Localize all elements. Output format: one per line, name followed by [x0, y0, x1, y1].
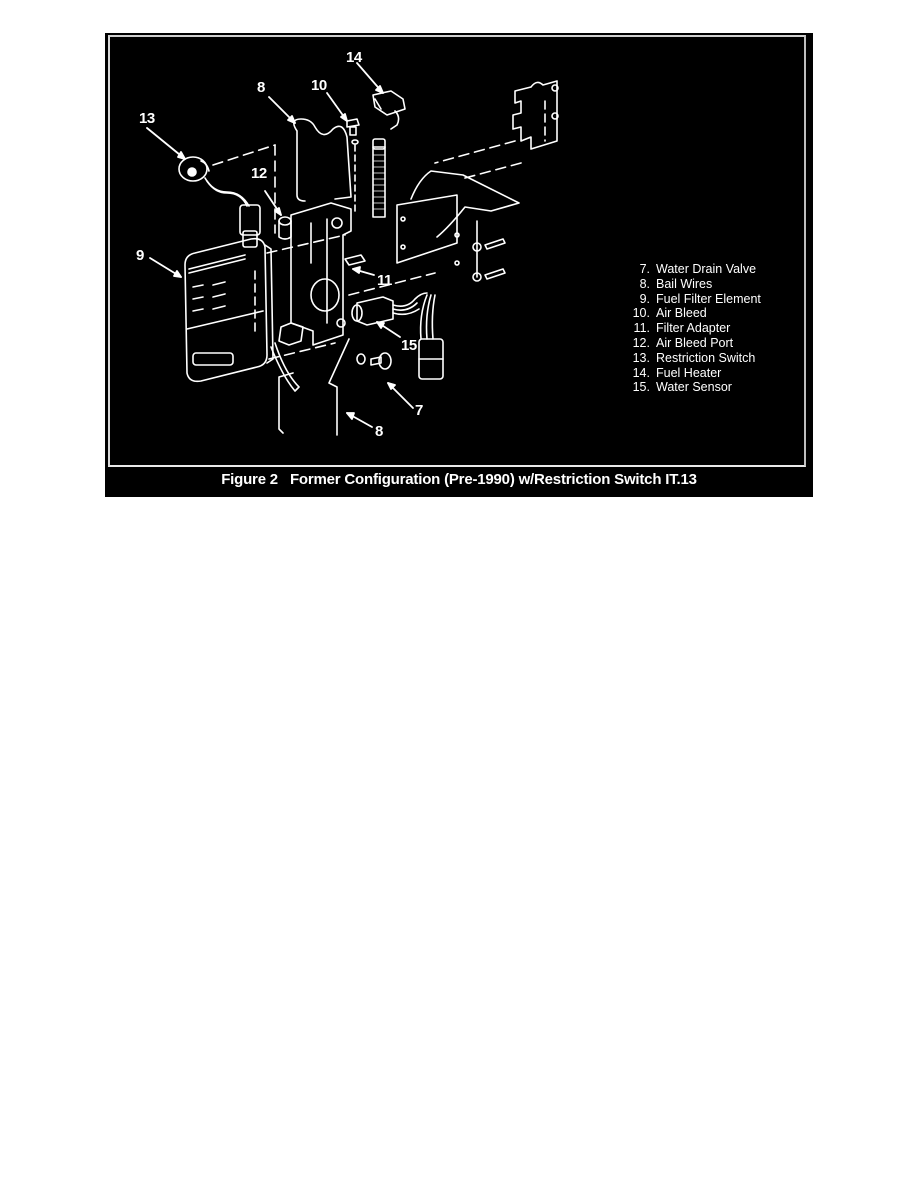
legend-item: 8.Bail Wires: [639, 276, 713, 291]
legend-label: Filter Adapter: [656, 321, 731, 336]
fuel-heater: [372, 90, 406, 218]
callout-12: 12: [251, 165, 267, 182]
callout-9: 9: [136, 247, 144, 264]
legend-label: Restriction Switch: [656, 350, 756, 365]
legend-item: 14.Fuel Heater: [632, 365, 722, 380]
callout-7: 7: [415, 402, 423, 419]
legend-item: 9.Fuel Filter Element: [639, 291, 761, 306]
callout-10: 10: [311, 77, 327, 94]
callout-8-lower: 8: [375, 423, 383, 440]
exploded-view-diagram: [146, 62, 559, 436]
callout-8-upper: 8: [257, 79, 265, 96]
legend-item: 13.Restriction Switch: [632, 350, 756, 365]
figure-number: Figure 2: [221, 471, 278, 488]
legend-label: Bail Wires: [656, 276, 713, 291]
callout-15: 15: [401, 337, 417, 354]
fuel-filter-element: [184, 234, 346, 383]
legend-item: 15.Water Sensor: [632, 380, 732, 395]
water-sensor: [348, 272, 444, 380]
legend-label: Water Sensor: [656, 380, 732, 395]
figure-frame: [108, 35, 806, 467]
callout-11: 11: [377, 272, 392, 289]
upper-bracket: [434, 80, 559, 179]
legend-item: 12.Air Bleed Port: [632, 335, 734, 350]
bail-wire-upper: [293, 118, 352, 202]
legend-label: Air Bleed Port: [656, 335, 734, 350]
mounting-bracket: [396, 170, 520, 282]
leader-arrows: [146, 62, 414, 428]
figure-panel: 14 8 10 13 12 9 11 15 7 8 7.Water Drain …: [105, 33, 813, 497]
figure-ref-code: IT.13: [665, 471, 697, 488]
filter-adapter: [270, 202, 366, 392]
legend-label: Water Drain Valve: [656, 262, 757, 276]
parts-legend: 7.Water Drain Valve 8.Bail Wires 9.Fuel …: [617, 262, 761, 395]
bail-wire-lower: [278, 338, 350, 436]
legend-item: 10.Air Bleed: [632, 306, 707, 321]
air-bleed: [346, 118, 360, 212]
legend-item: 7.Water Drain Valve: [639, 262, 757, 276]
water-drain-valve: [356, 352, 392, 370]
air-bleed-port: [278, 216, 292, 240]
callout-14: 14: [346, 49, 362, 66]
legend-label: Fuel Filter Element: [656, 291, 761, 306]
figure-title: Former Configuration (Pre-1990) w/Restri…: [289, 471, 662, 488]
legend-item: 11.Filter Adapter: [633, 321, 731, 336]
restriction-switch: [178, 144, 276, 248]
legend-label: Fuel Heater: [656, 365, 722, 380]
figure-caption: Figure 2 Former Configuration (Pre-1990) …: [105, 470, 813, 490]
legend-label: Air Bleed: [656, 306, 707, 321]
callout-13: 13: [139, 110, 155, 127]
